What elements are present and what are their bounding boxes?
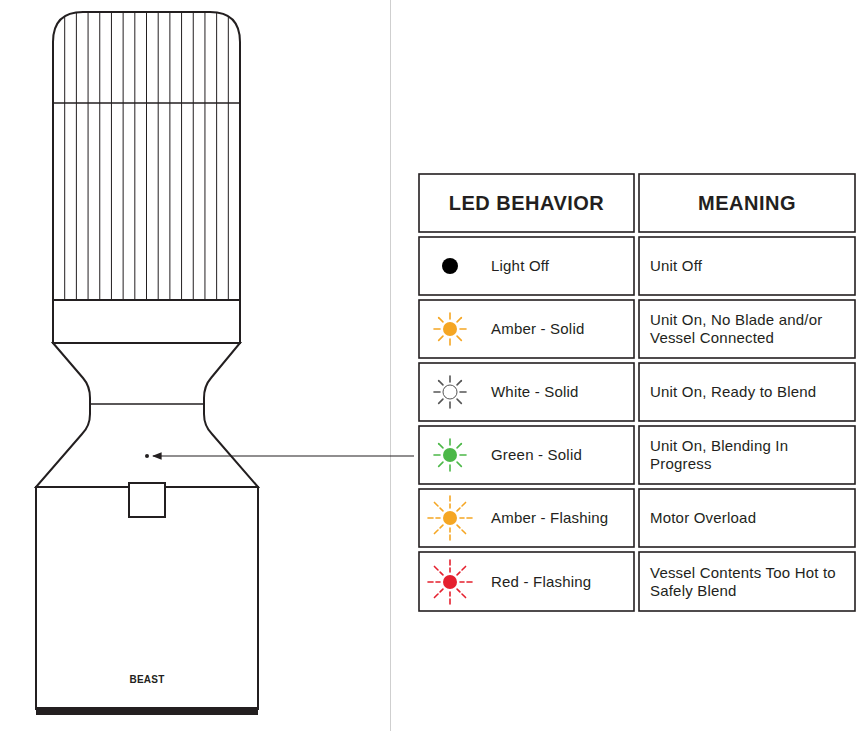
table-cell (639, 237, 855, 295)
table-cell (639, 363, 855, 421)
led-icon (434, 376, 466, 408)
led-table (419, 174, 855, 611)
led-behavior: White - Solid (491, 363, 631, 421)
jar-rib (88, 10, 89, 300)
jar-ribs (65, 10, 229, 300)
table-cell (419, 174, 634, 232)
jar-rib (228, 10, 229, 300)
motor-base (36, 487, 258, 709)
led-icon (434, 439, 466, 471)
divider-line (390, 0, 391, 731)
table-cell (419, 300, 634, 358)
led-icon (442, 258, 458, 274)
jar-rib (169, 10, 170, 300)
table-cell (419, 237, 634, 295)
led-meaning: Unit On, No Blade and/or Vessel Connecte… (650, 300, 850, 358)
led-icon (428, 560, 472, 604)
jar-rib (181, 10, 182, 300)
led-icon (428, 496, 472, 540)
jar-rib (111, 10, 112, 300)
table-cell (639, 174, 855, 232)
jar-rib (99, 10, 100, 300)
led-meaning: Vessel Contents Too Hot to Safely Blend (650, 552, 850, 611)
table-cell (639, 552, 855, 611)
jar-rib (146, 10, 147, 300)
led-behavior: Green - Solid (491, 426, 631, 484)
led-behavior: Amber - Flashing (491, 489, 631, 547)
jar-rib (216, 10, 217, 300)
led-meaning: Unit Off (650, 237, 850, 295)
jar-seam (53, 102, 240, 104)
led-meaning: Unit On, Ready to Blend (650, 363, 850, 421)
blade-collar (53, 300, 240, 343)
jar-rib (64, 10, 65, 300)
table-cell (419, 363, 634, 421)
led-indicator (145, 454, 149, 458)
table-header: MEANING (639, 174, 855, 232)
led-meaning: Unit On, Blending In Progress (650, 426, 850, 484)
jar-rib (123, 10, 124, 300)
jar-rib (134, 10, 135, 300)
led-icons (428, 258, 472, 604)
jar-rib (193, 10, 194, 300)
led-behavior: Light Off (491, 237, 631, 295)
power-button (129, 483, 165, 517)
jar-rib (158, 10, 159, 300)
table-cell (639, 426, 855, 484)
table-cell (419, 426, 634, 484)
led-behavior: Amber - Solid (491, 300, 631, 358)
table-cell (419, 552, 634, 611)
led-meaning: Motor Overload (650, 489, 850, 547)
table-cell (639, 300, 855, 358)
table-cell (419, 489, 634, 547)
jar-rib (204, 10, 205, 300)
led-behavior: Red - Flashing (491, 552, 631, 611)
led-icon (434, 313, 466, 345)
neck-band (90, 403, 204, 405)
base-foot (36, 707, 258, 715)
jar-rib (76, 10, 77, 300)
table-cell (639, 489, 855, 547)
table-header: LED BEHAVIOR (419, 174, 634, 232)
leader-arrow (153, 455, 414, 456)
base-neck (36, 343, 258, 487)
brand-name: BEAST (100, 671, 194, 689)
